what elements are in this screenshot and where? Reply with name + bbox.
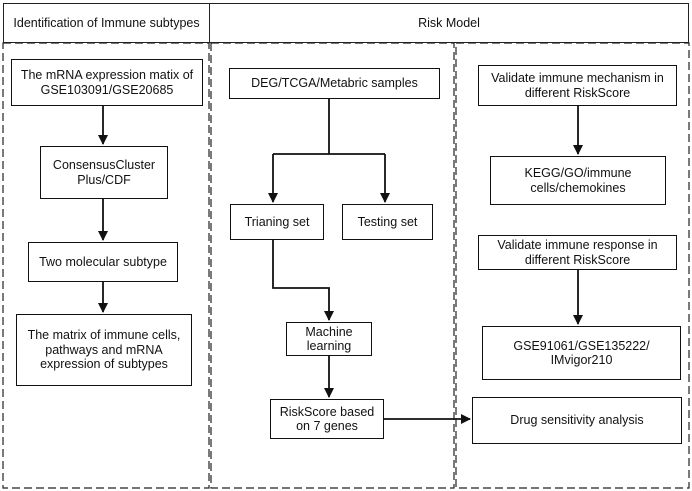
section-frame-risk-model [210, 42, 455, 489]
node-two-subtype: Two molecular subtype [28, 242, 178, 282]
node-kegg-go: KEGG/GO/immune cells/chemokines [490, 156, 666, 205]
node-consensus-cluster: ConsensusCluster Plus/CDF [40, 146, 168, 199]
node-kegg-go-label: KEGG/GO/immune cells/chemokines [524, 166, 632, 195]
header-risk-model: Risk Model [209, 3, 689, 43]
node-machine-learning-label: Machine learning [305, 324, 353, 354]
node-validate-response: Validate immune response in different Ri… [478, 235, 677, 270]
node-riskscore-label: RiskScore based on 7 genes [279, 404, 375, 434]
node-drug-sensitivity-label: Drug sensitivity analysis [510, 413, 644, 428]
node-deg-samples: DEG/TCGA/Metabric samples [229, 68, 440, 99]
node-mrna-matrix: The mRNA expression matix of GSE103091/G… [11, 59, 203, 106]
node-consensus-cluster-label: ConsensusCluster Plus/CDF [52, 158, 156, 187]
header-immune-subtypes: Identification of Immune subtypes [3, 3, 210, 43]
arrow-training-to-ml [272, 240, 334, 321]
header-immune-subtypes-label: Identification of Immune subtypes [13, 15, 200, 30]
node-two-subtype-label: Two molecular subtype [39, 254, 167, 269]
section-frame-immune-subtypes [2, 42, 210, 489]
node-testing-set: Testing set [342, 204, 433, 240]
node-immune-matrix: The matrix of immune cells, pathways and… [16, 314, 192, 386]
header-risk-model-label: Risk Model [418, 15, 480, 30]
node-testing-set-label: Testing set [357, 214, 418, 229]
node-training-set-label: Trianing set [244, 214, 310, 229]
section-frame-validation [455, 42, 690, 489]
node-deg-samples-label: DEG/TCGA/Metabric samples [251, 76, 418, 91]
node-validate-response-label: Validate immune response in different Ri… [497, 238, 658, 267]
node-riskscore: RiskScore based on 7 genes [270, 399, 384, 439]
node-gse-cohorts: GSE91061/GSE135222/ IMvigor210 [482, 326, 681, 380]
node-mrna-matrix-label: The mRNA expression matix of GSE103091/G… [20, 68, 194, 97]
node-validate-mechanism-label: Validate immune mechanism in different R… [491, 71, 664, 100]
node-gse-cohorts-label: GSE91061/GSE135222/ IMvigor210 [513, 338, 650, 368]
node-machine-learning: Machine learning [286, 322, 372, 356]
node-immune-matrix-label: The matrix of immune cells, pathways and… [27, 328, 181, 372]
node-drug-sensitivity: Drug sensitivity analysis [472, 397, 682, 444]
node-validate-mechanism: Validate immune mechanism in different R… [478, 65, 677, 106]
node-training-set: Trianing set [230, 204, 324, 240]
